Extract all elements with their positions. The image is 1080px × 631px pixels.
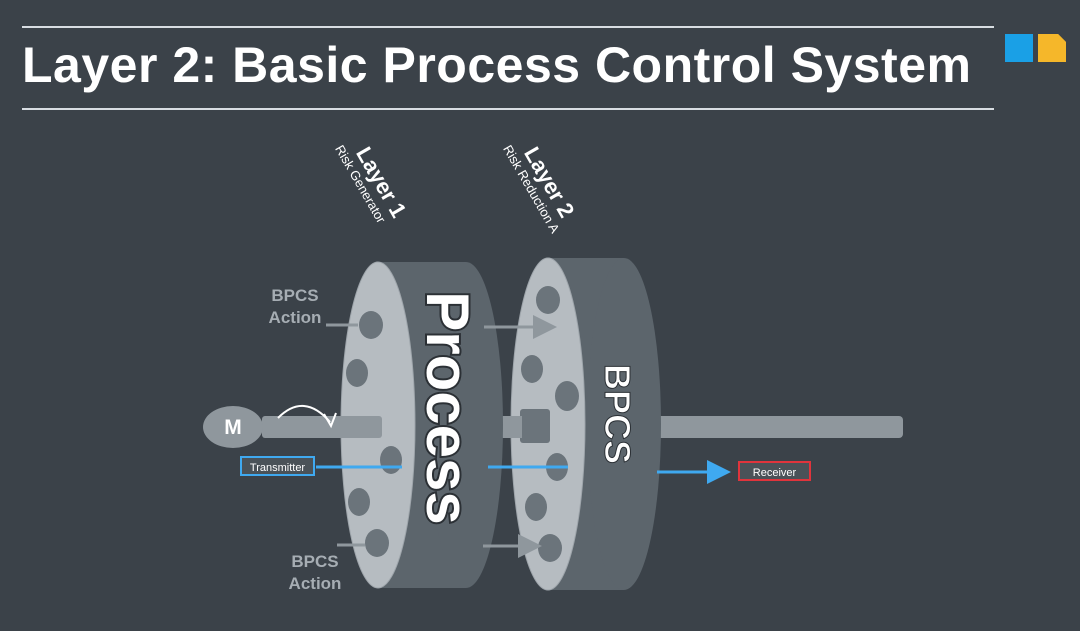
receiver-box: Receiver bbox=[738, 461, 811, 481]
process-disc-hole bbox=[348, 488, 370, 516]
motor-body bbox=[203, 406, 263, 448]
bpcs-shaft-coupler bbox=[520, 409, 550, 443]
slide-title: Layer 2: Basic Process Control System bbox=[22, 37, 972, 93]
motor-shaft bbox=[262, 416, 382, 438]
logo-yellow-square bbox=[1038, 34, 1066, 62]
bpcs-disc-hole bbox=[538, 534, 562, 562]
bpcs-disc-hole bbox=[555, 381, 579, 411]
process-disc-hole bbox=[365, 529, 389, 557]
bpcs-disc-hole bbox=[521, 355, 543, 383]
rotation-arrow-head bbox=[323, 412, 337, 429]
bpcs-disc-hole bbox=[525, 493, 547, 521]
brand-logo bbox=[1005, 34, 1067, 64]
bpcs-action-top-label: BPCS Action bbox=[268, 286, 322, 327]
title-rule-top bbox=[22, 26, 994, 28]
title-rule-bottom bbox=[22, 108, 994, 110]
bpcs-action-bottom-label: BPCS Action bbox=[288, 552, 342, 593]
motor-label: M bbox=[224, 416, 242, 439]
process-disc-back bbox=[429, 262, 503, 588]
process-disc-hole bbox=[359, 311, 383, 339]
bpcs-label: BPCS bbox=[597, 363, 639, 465]
process-label: Process bbox=[412, 289, 483, 527]
process-disc-hole bbox=[380, 446, 402, 474]
process-disc-hole bbox=[346, 359, 368, 387]
transmitter-box: Transmitter bbox=[240, 456, 315, 476]
bpcs-disc-hole bbox=[536, 286, 560, 314]
bpcs-disc-back bbox=[587, 258, 661, 590]
output-shaft bbox=[630, 416, 903, 438]
logo-blue-square bbox=[1005, 34, 1033, 62]
